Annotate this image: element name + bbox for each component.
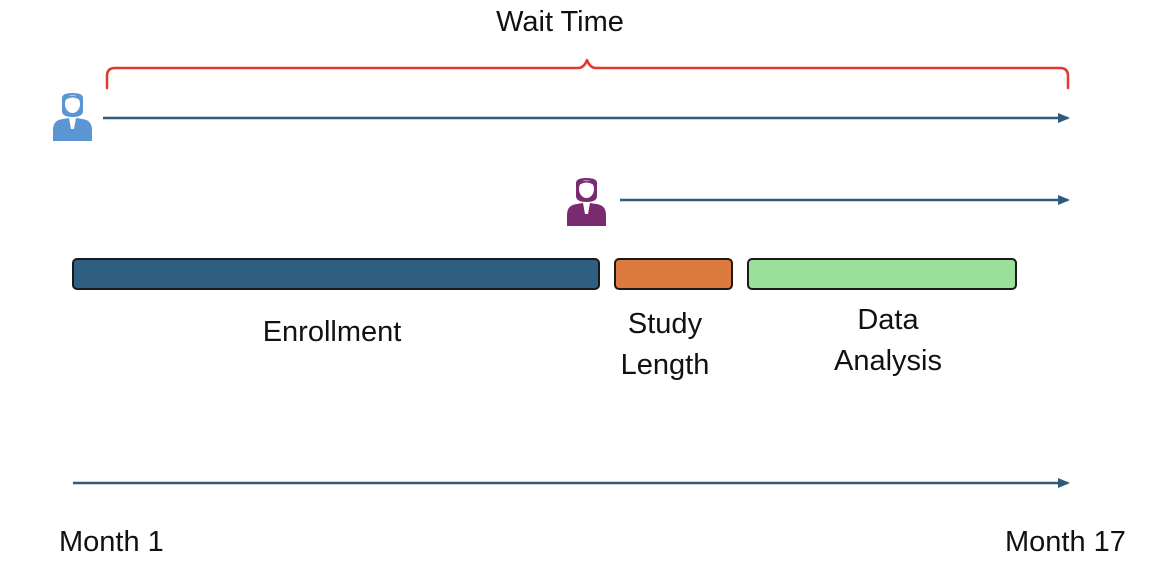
timeline-start-label: Month 1 <box>59 526 164 558</box>
study-length-label-line-1: Study <box>627 308 703 340</box>
timeline-end-label: Month 17 <box>1005 526 1126 558</box>
wait-time-label: Wait Time <box>496 6 624 38</box>
data-analysis-label-line-2: Analysis <box>834 345 942 377</box>
wait-time-brace <box>105 58 1070 90</box>
enrollment-label: Enrollment <box>262 316 402 348</box>
data-analysis-bar <box>747 258 1017 290</box>
participant-1-person-icon <box>53 93 92 141</box>
study-length-label-line-2: Length <box>620 349 710 381</box>
participant-2-person-icon <box>567 178 606 226</box>
enrollment-bar <box>72 258 600 290</box>
study-length-bar <box>614 258 733 290</box>
data-analysis-label-line-1: Data <box>857 304 919 336</box>
